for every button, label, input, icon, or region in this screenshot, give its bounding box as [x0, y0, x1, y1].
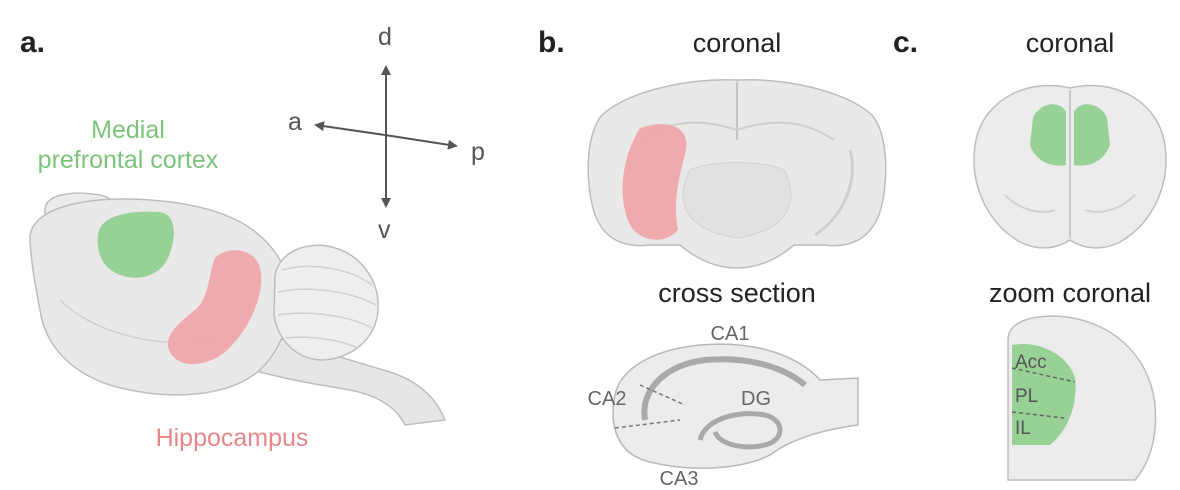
coronal-section-pfc	[973, 84, 1167, 249]
hippocampus-label: Hippocampus	[156, 424, 309, 452]
panel-b-label: b.	[538, 26, 565, 59]
panel-c-title-zoom-coronal: zoom coronal	[989, 278, 1151, 308]
pl-il-boundary	[1011, 411, 1065, 419]
panel-b-title-cross-section: cross section	[658, 278, 816, 308]
dorsal-label: d	[378, 23, 392, 51]
orientation-axes: d v a p	[288, 23, 485, 244]
ca1-label: CA1	[711, 323, 750, 345]
acc-label: Acc	[1015, 352, 1047, 373]
mpfc-right-highlight	[1074, 104, 1110, 166]
frontal-contours	[1004, 194, 1136, 213]
posterior-arrow	[384, 134, 458, 150]
mpfc-zoom-region	[1012, 344, 1076, 445]
zoom-coronal-section	[1007, 315, 1157, 481]
ca2-label: CA2	[588, 388, 627, 410]
ventral-label: v	[378, 216, 391, 244]
panel-b: b. coronal cross section CA1 CA2 DG CA3	[538, 26, 887, 490]
hippocampus-cross-section	[612, 343, 859, 469]
hippocampus-highlight-coronal	[622, 124, 687, 240]
mpfc-label-line2: prefrontal cortex	[38, 146, 219, 174]
sagittal-brain-illustration	[29, 192, 447, 426]
anterior-label: a	[288, 108, 302, 136]
ca-pyramidal-layer	[641, 356, 807, 421]
panel-c: c. coronal zoom coronal Acc PL IL	[893, 26, 1167, 481]
panel-a: a. d v a p Me	[20, 23, 485, 452]
thalamus	[682, 162, 792, 239]
posterior-label: p	[471, 138, 485, 166]
dentate-gyrus-layer	[697, 411, 783, 450]
ca3-label: CA3	[660, 468, 699, 490]
mpfc-left-highlight	[1030, 104, 1066, 166]
coronal-section-hippocampus	[587, 79, 887, 269]
il-label: IL	[1015, 418, 1031, 439]
panel-c-title-coronal: coronal	[1026, 28, 1115, 58]
hippocampus-region	[168, 250, 262, 364]
cerebellum-folia	[277, 265, 377, 349]
panel-a-label: a.	[20, 26, 45, 59]
ca2-boundary-2	[614, 419, 681, 429]
ca2-boundary-1	[639, 384, 686, 406]
pl-label: PL	[1015, 386, 1038, 407]
mpfc-label-line1: Medial	[91, 116, 165, 144]
anterior-arrow	[314, 121, 386, 136]
mpfc-region	[97, 211, 174, 278]
cerebellum	[273, 244, 379, 361]
dg-label: DG	[741, 388, 771, 410]
panel-b-title-coronal: coronal	[693, 28, 782, 58]
acc-pl-boundary	[1011, 367, 1076, 383]
right-hippocampus-contour	[814, 149, 854, 237]
panel-c-label: c.	[893, 26, 918, 59]
cross-section-outline	[612, 343, 859, 469]
